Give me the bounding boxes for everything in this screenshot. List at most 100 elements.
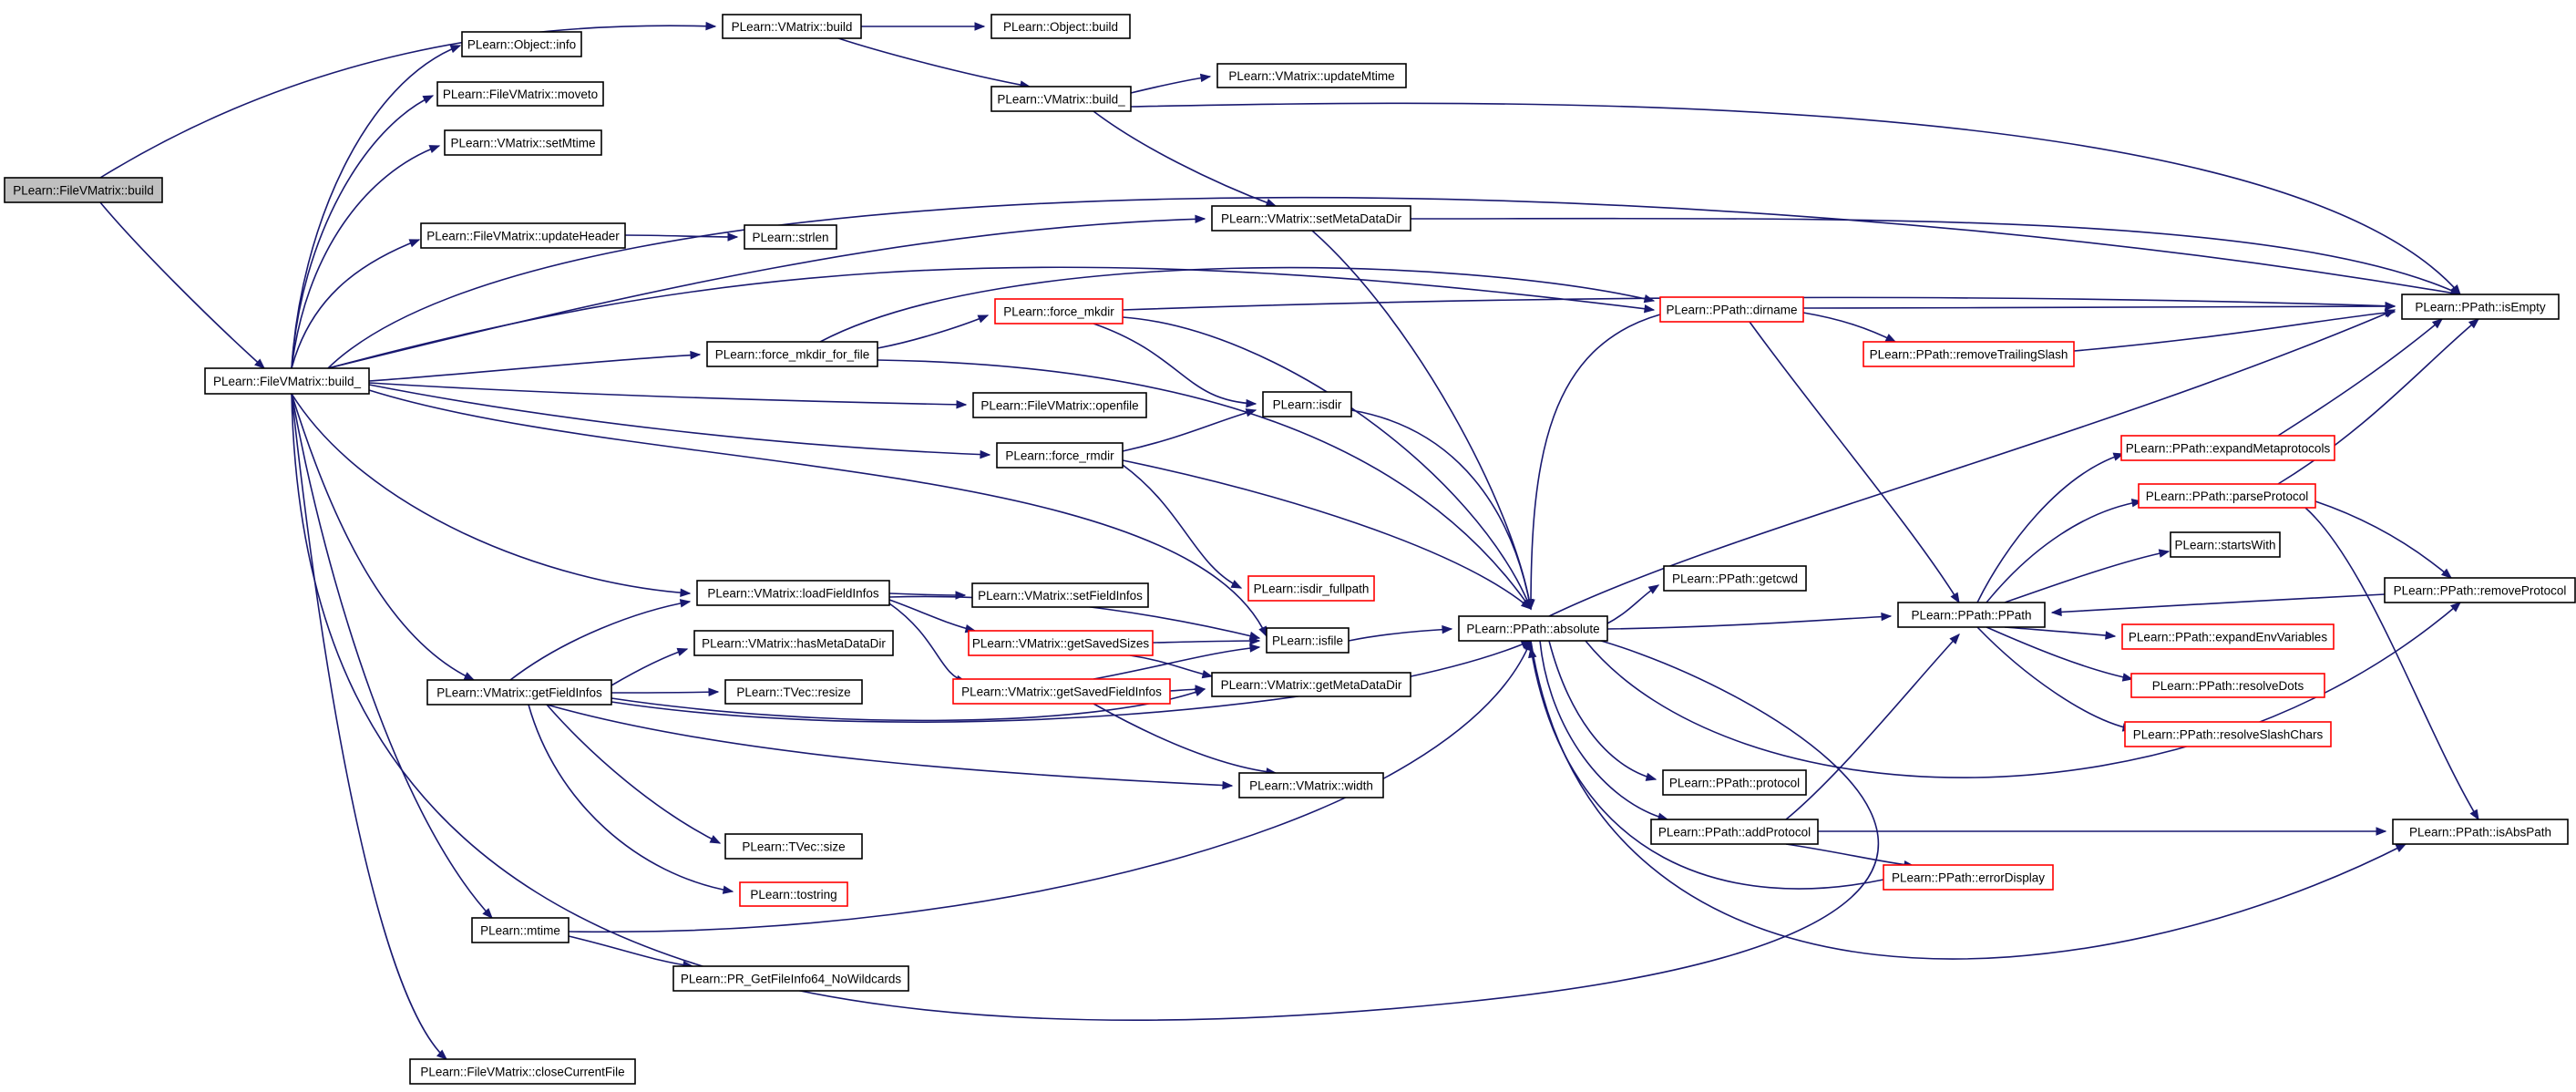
- node-box[interactable]: [2401, 294, 2560, 320]
- node-box[interactable]: [744, 224, 837, 250]
- node-pp-resolveslashchars[interactable]: PLearn::PPath::resolveSlashChars: [2124, 721, 2332, 747]
- node-vm-getsavedfieldinfos[interactable]: PLearn::VMatrix::getSavedFieldInfos: [952, 678, 1171, 705]
- node-box[interactable]: [444, 129, 602, 156]
- node-box[interactable]: [420, 222, 626, 249]
- node-box[interactable]: [696, 580, 890, 606]
- node-box[interactable]: [1216, 63, 1407, 88]
- node-box[interactable]: [952, 678, 1171, 705]
- node-vm-setmetadatadir[interactable]: PLearn::VMatrix::setMetaDataDir: [1211, 205, 1411, 232]
- node-pp-isabspath[interactable]: PLearn::PPath::isAbsPath: [2392, 819, 2569, 845]
- node-box[interactable]: [2130, 673, 2325, 698]
- node-startswith[interactable]: PLearn::startsWith: [2170, 531, 2281, 558]
- node-fvm-build[interactable]: PLearn::FileVMatrix::build: [4, 177, 163, 203]
- node-box[interactable]: [968, 630, 1154, 656]
- node-fvm-closecurrentfile[interactable]: PLearn::FileVMatrix::closeCurrentFile: [409, 1058, 636, 1085]
- node-box[interactable]: [1650, 819, 1819, 845]
- node-box[interactable]: [994, 298, 1124, 325]
- node-box[interactable]: [1662, 769, 1807, 796]
- node-box[interactable]: [4, 177, 163, 203]
- node-pp-parseprotocol[interactable]: PLearn::PPath::parseProtocol: [2138, 483, 2316, 509]
- node-pp-getcwd[interactable]: PLearn::PPath::getcwd: [1663, 565, 1807, 592]
- node-box[interactable]: [1238, 772, 1384, 798]
- node-pp-ppath[interactable]: PLearn::PPath::PPath: [1897, 602, 2046, 628]
- node-box[interactable]: [1262, 391, 1352, 417]
- node-box[interactable]: [739, 881, 848, 907]
- node-box[interactable]: [1863, 341, 2075, 367]
- node-pp-resolvedots[interactable]: PLearn::PPath::resolveDots: [2130, 673, 2325, 698]
- node-box[interactable]: [722, 14, 862, 39]
- node-isdir[interactable]: PLearn::isdir: [1262, 391, 1352, 417]
- node-box[interactable]: [2124, 721, 2332, 747]
- node-strlen[interactable]: PLearn::strlen: [744, 224, 837, 250]
- node-pp-errordisplay[interactable]: PLearn::PPath::errorDisplay: [1883, 864, 2054, 891]
- node-box[interactable]: [672, 965, 909, 992]
- node-box[interactable]: [971, 582, 1149, 608]
- node-box[interactable]: [2121, 623, 2335, 650]
- node-fvm-moveto[interactable]: PLearn::FileVMatrix::moveto: [436, 81, 604, 107]
- node-force-rmdir[interactable]: PLearn::force_rmdir: [996, 442, 1124, 469]
- node-fvm-updateheader[interactable]: PLearn::FileVMatrix::updateHeader: [420, 222, 626, 249]
- node-vm-build[interactable]: PLearn::VMatrix::build: [722, 14, 862, 39]
- node-vm-getsavedsizes[interactable]: PLearn::VMatrix::getSavedSizes: [968, 630, 1154, 656]
- node-box[interactable]: [1883, 864, 2054, 891]
- node-vm-updatemtime[interactable]: PLearn::VMatrix::updateMtime: [1216, 63, 1407, 88]
- node-force-mkdir-for-file[interactable]: PLearn::force_mkdir_for_file: [706, 341, 878, 367]
- node-tvec-resize[interactable]: PLearn::TVec::resize: [724, 679, 863, 705]
- node-pp-absolute[interactable]: PLearn::PPath::absolute: [1458, 615, 1608, 642]
- node-box[interactable]: [436, 81, 604, 107]
- node-pp-protocol[interactable]: PLearn::PPath::protocol: [1662, 769, 1807, 796]
- node-fvm-openfile[interactable]: PLearn::FileVMatrix::openfile: [972, 392, 1147, 418]
- node-box[interactable]: [706, 341, 878, 367]
- node-vm-getfieldinfos[interactable]: PLearn::VMatrix::getFieldInfos: [426, 679, 612, 706]
- node-box[interactable]: [204, 367, 370, 395]
- node-box[interactable]: [724, 833, 863, 860]
- node-isfile[interactable]: PLearn::isfile: [1266, 627, 1350, 654]
- node-box[interactable]: [990, 86, 1132, 112]
- node-pr-getfileinfo64[interactable]: PLearn::PR_GetFileInfo64_NoWildcards: [672, 965, 909, 992]
- node-vm-width[interactable]: PLearn::VMatrix::width: [1238, 772, 1384, 798]
- node-vm-loadfieldinfos[interactable]: PLearn::VMatrix::loadFieldInfos: [696, 580, 890, 606]
- node-tostring[interactable]: PLearn::tostring: [739, 881, 848, 907]
- node-box[interactable]: [2138, 483, 2316, 509]
- node-box[interactable]: [471, 917, 570, 943]
- node-box[interactable]: [1247, 575, 1375, 602]
- node-pp-isempty[interactable]: PLearn::PPath::isEmpty: [2401, 294, 2560, 320]
- node-fvm-build-[interactable]: PLearn::FileVMatrix::build_: [204, 367, 370, 395]
- node-pp-dirname[interactable]: PLearn::PPath::dirname: [1659, 296, 1804, 323]
- node-pp-removeprotocol[interactable]: PLearn::PPath::removeProtocol: [2384, 577, 2576, 603]
- node-mtime[interactable]: PLearn::mtime: [471, 917, 570, 943]
- node-vm-build-[interactable]: PLearn::VMatrix::build_: [990, 86, 1132, 112]
- node-box[interactable]: [1211, 672, 1411, 697]
- node-obj-info[interactable]: PLearn::Object::info: [461, 31, 582, 57]
- node-box[interactable]: [461, 31, 582, 57]
- node-box[interactable]: [2384, 577, 2576, 603]
- node-tvec-size[interactable]: PLearn::TVec::size: [724, 833, 863, 860]
- node-vm-hasmetadatadir[interactable]: PLearn::VMatrix::hasMetaDataDir: [693, 630, 894, 656]
- node-isdir-fullpath[interactable]: PLearn::isdir_fullpath: [1247, 575, 1375, 602]
- node-box[interactable]: [2170, 531, 2281, 558]
- node-obj-build[interactable]: PLearn::Object::build: [990, 14, 1131, 39]
- node-box[interactable]: [409, 1058, 636, 1085]
- node-pp-expandmetaprotocols[interactable]: PLearn::PPath::expandMetaprotocols: [2120, 435, 2335, 461]
- node-box[interactable]: [1659, 296, 1804, 323]
- node-box[interactable]: [1663, 565, 1807, 592]
- node-box[interactable]: [1211, 205, 1411, 232]
- node-pp-addprotocol[interactable]: PLearn::PPath::addProtocol: [1650, 819, 1819, 845]
- node-box[interactable]: [1897, 602, 2046, 628]
- node-box[interactable]: [1266, 627, 1350, 654]
- node-box[interactable]: [2392, 819, 2569, 845]
- node-vm-setmtime[interactable]: PLearn::VMatrix::setMtime: [444, 129, 602, 156]
- node-pp-expandenvvariables[interactable]: PLearn::PPath::expandEnvVariables: [2121, 623, 2335, 650]
- node-pp-removetrailingslash[interactable]: PLearn::PPath::removeTrailingSlash: [1863, 341, 2075, 367]
- node-force-mkdir[interactable]: PLearn::force_mkdir: [994, 298, 1124, 325]
- node-box[interactable]: [724, 679, 863, 705]
- node-box[interactable]: [693, 630, 894, 656]
- node-vm-getmetadatadir[interactable]: PLearn::VMatrix::getMetaDataDir: [1211, 672, 1411, 697]
- node-box[interactable]: [990, 14, 1131, 39]
- node-box[interactable]: [996, 442, 1124, 469]
- node-vm-setfieldinfos[interactable]: PLearn::VMatrix::setFieldInfos: [971, 582, 1149, 608]
- node-box[interactable]: [972, 392, 1147, 418]
- node-box[interactable]: [426, 679, 612, 706]
- node-box[interactable]: [2120, 435, 2335, 461]
- node-box[interactable]: [1458, 615, 1608, 642]
